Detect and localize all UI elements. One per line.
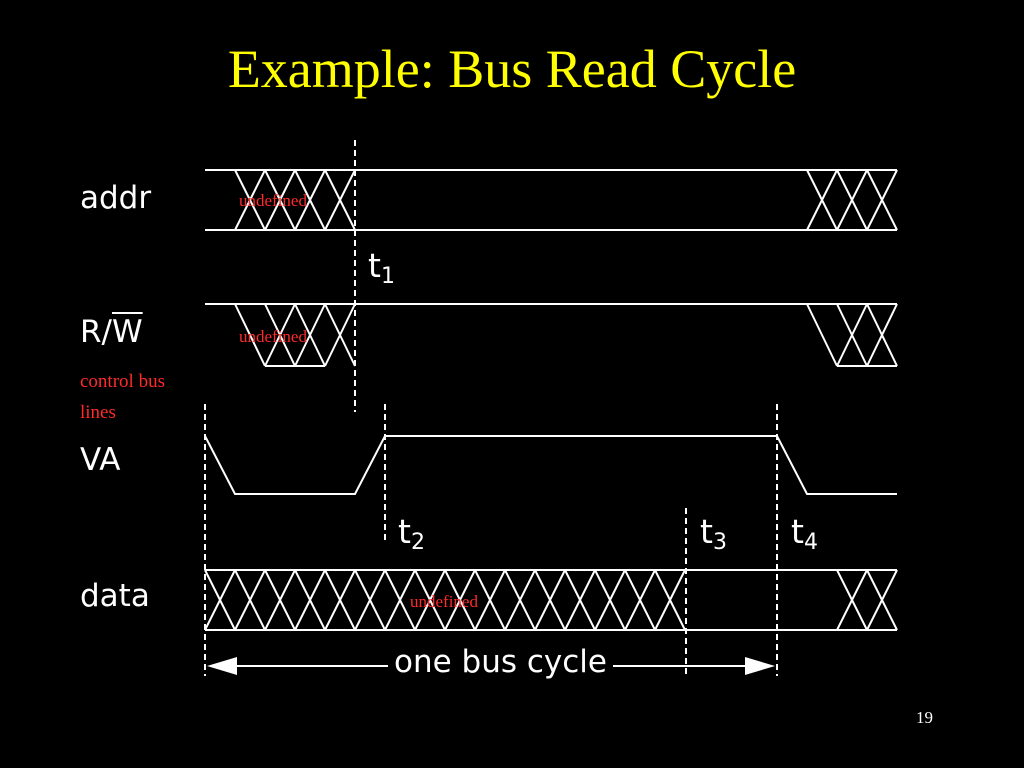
addr-undefined-annotation: undefined xyxy=(239,191,307,210)
t3-label: t3 xyxy=(700,514,727,561)
addr-end-hatch xyxy=(806,169,898,231)
bus-cycle-arrow-left-head xyxy=(207,657,237,675)
signal-label-rw-w: W xyxy=(111,314,143,350)
t4-letter: t xyxy=(791,512,804,551)
rw-undefined-annotation: undefined xyxy=(239,327,307,346)
t3-letter: t xyxy=(700,512,713,551)
data-undefined-hatch xyxy=(204,569,686,631)
signal-label-addr: addr xyxy=(80,180,152,216)
rw-waveform xyxy=(205,303,898,367)
signal-label-va: VA xyxy=(80,442,121,478)
addr-undefined-hatch xyxy=(234,169,356,231)
rw-undefined-hatch xyxy=(234,303,356,367)
slide-title: Example: Bus Read Cycle xyxy=(227,39,797,99)
va-signal-path xyxy=(204,435,897,495)
t2-label: t2 xyxy=(398,514,425,561)
t1-label: t1 xyxy=(368,248,395,295)
t2-subscript: 2 xyxy=(410,530,425,555)
t1-letter: t xyxy=(368,246,381,285)
rw-end-hatch xyxy=(806,303,898,367)
t3-subscript: 3 xyxy=(712,530,727,555)
data-waveform xyxy=(204,569,898,631)
control-bus-lines-annotation: control bus lines xyxy=(80,371,165,423)
page-number: 19 xyxy=(916,708,933,727)
signal-label-rw: R/W xyxy=(80,314,143,350)
signal-label-data: data xyxy=(80,578,150,614)
data-undefined-annotation: undefined xyxy=(410,592,478,611)
signal-label-rw-r: R/ xyxy=(80,314,112,350)
bus-cycle-arrow-right-head xyxy=(745,657,775,675)
time-marker-lines xyxy=(204,140,778,676)
t1-subscript: 1 xyxy=(380,264,395,289)
va-waveform xyxy=(204,435,897,495)
addr-waveform xyxy=(205,169,898,231)
t4-label: t4 xyxy=(791,514,818,561)
t2-letter: t xyxy=(398,512,411,551)
t4-subscript: 4 xyxy=(803,530,818,555)
data-end-hatch xyxy=(836,569,898,631)
bus-cycle-label: one bus cycle xyxy=(388,644,613,680)
